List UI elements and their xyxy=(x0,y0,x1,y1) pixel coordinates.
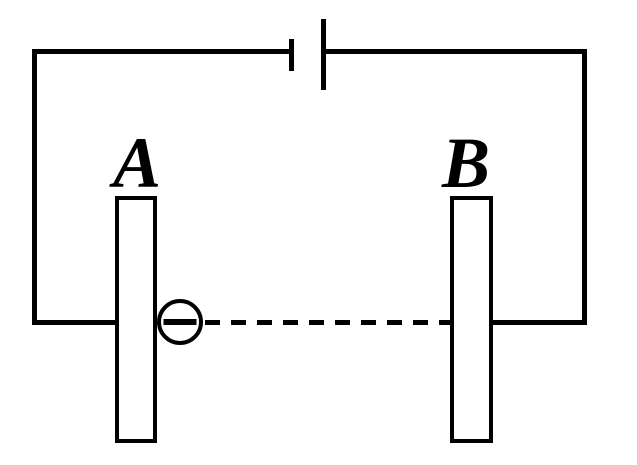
top-wire-left-segment xyxy=(32,49,291,54)
plate-a-label: A xyxy=(112,123,162,203)
right-wire xyxy=(582,49,587,325)
top-wire-right-segment xyxy=(324,49,587,54)
bottom-wire-to-plate-b xyxy=(489,320,587,325)
left-wire xyxy=(32,49,37,325)
battery-long-terminal-icon xyxy=(321,19,326,90)
minus-icon xyxy=(163,319,197,325)
plate-b-label: B xyxy=(441,123,491,203)
negative-charge-icon xyxy=(157,299,203,345)
battery-short-terminal-icon xyxy=(289,39,294,71)
bottom-wire-to-plate-a xyxy=(32,320,120,325)
capacitor-plate-a xyxy=(115,196,157,443)
capacitor-plate-b xyxy=(450,196,493,443)
dashed-trajectory-line xyxy=(205,320,451,325)
